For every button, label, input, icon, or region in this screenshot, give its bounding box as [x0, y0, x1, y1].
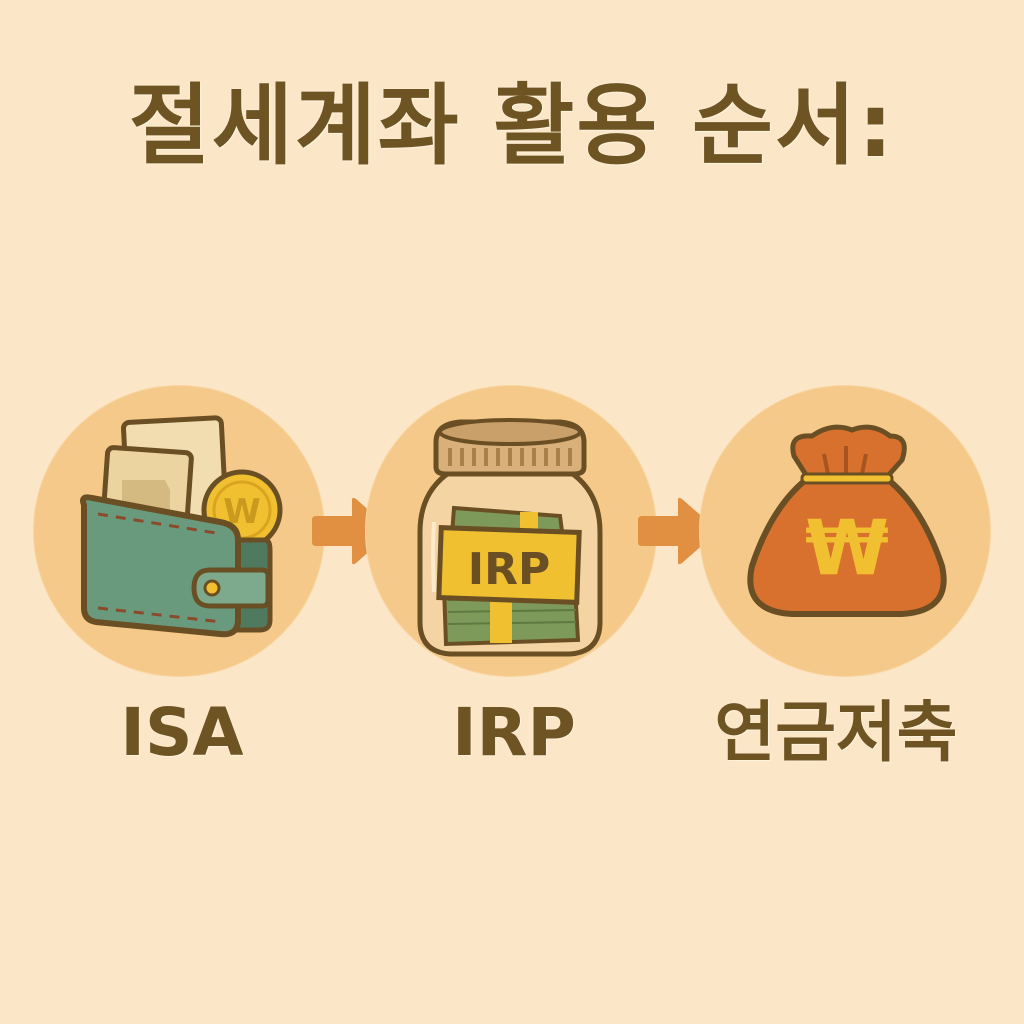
page-title: 절세계좌 활용 순서: — [128, 74, 896, 177]
wallet-icon: W — [70, 410, 300, 640]
step-label-isa: ISA — [120, 694, 244, 771]
jar-label: IRP — [468, 544, 551, 595]
arrow-right-icon — [636, 494, 718, 568]
money-bag-icon: ₩ — [742, 416, 952, 626]
step-label-irp: IRP — [452, 694, 576, 771]
won-symbol: ₩ — [805, 503, 889, 592]
jar-icon: IRP — [410, 412, 610, 662]
step-label-pension: 연금저축 — [714, 694, 958, 771]
